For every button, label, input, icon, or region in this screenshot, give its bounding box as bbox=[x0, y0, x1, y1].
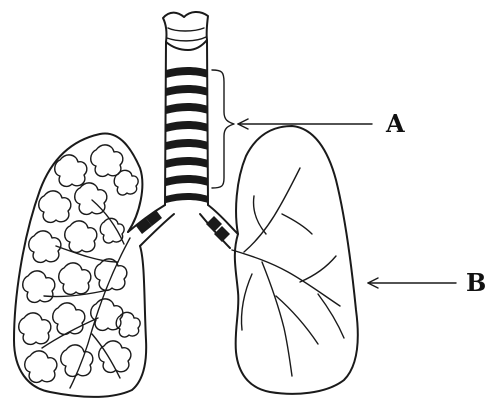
bronchi bbox=[128, 205, 238, 248]
label-b-pointer: B bbox=[368, 268, 486, 297]
left-lung bbox=[14, 133, 146, 397]
label-a: A bbox=[385, 109, 405, 138]
trachea-rings bbox=[166, 67, 208, 203]
label-b: B bbox=[466, 268, 486, 297]
right-lung bbox=[232, 126, 358, 394]
left-lung-alveoli bbox=[19, 145, 140, 383]
trachea bbox=[163, 12, 208, 205]
right-lung-bronchioles bbox=[232, 168, 344, 376]
